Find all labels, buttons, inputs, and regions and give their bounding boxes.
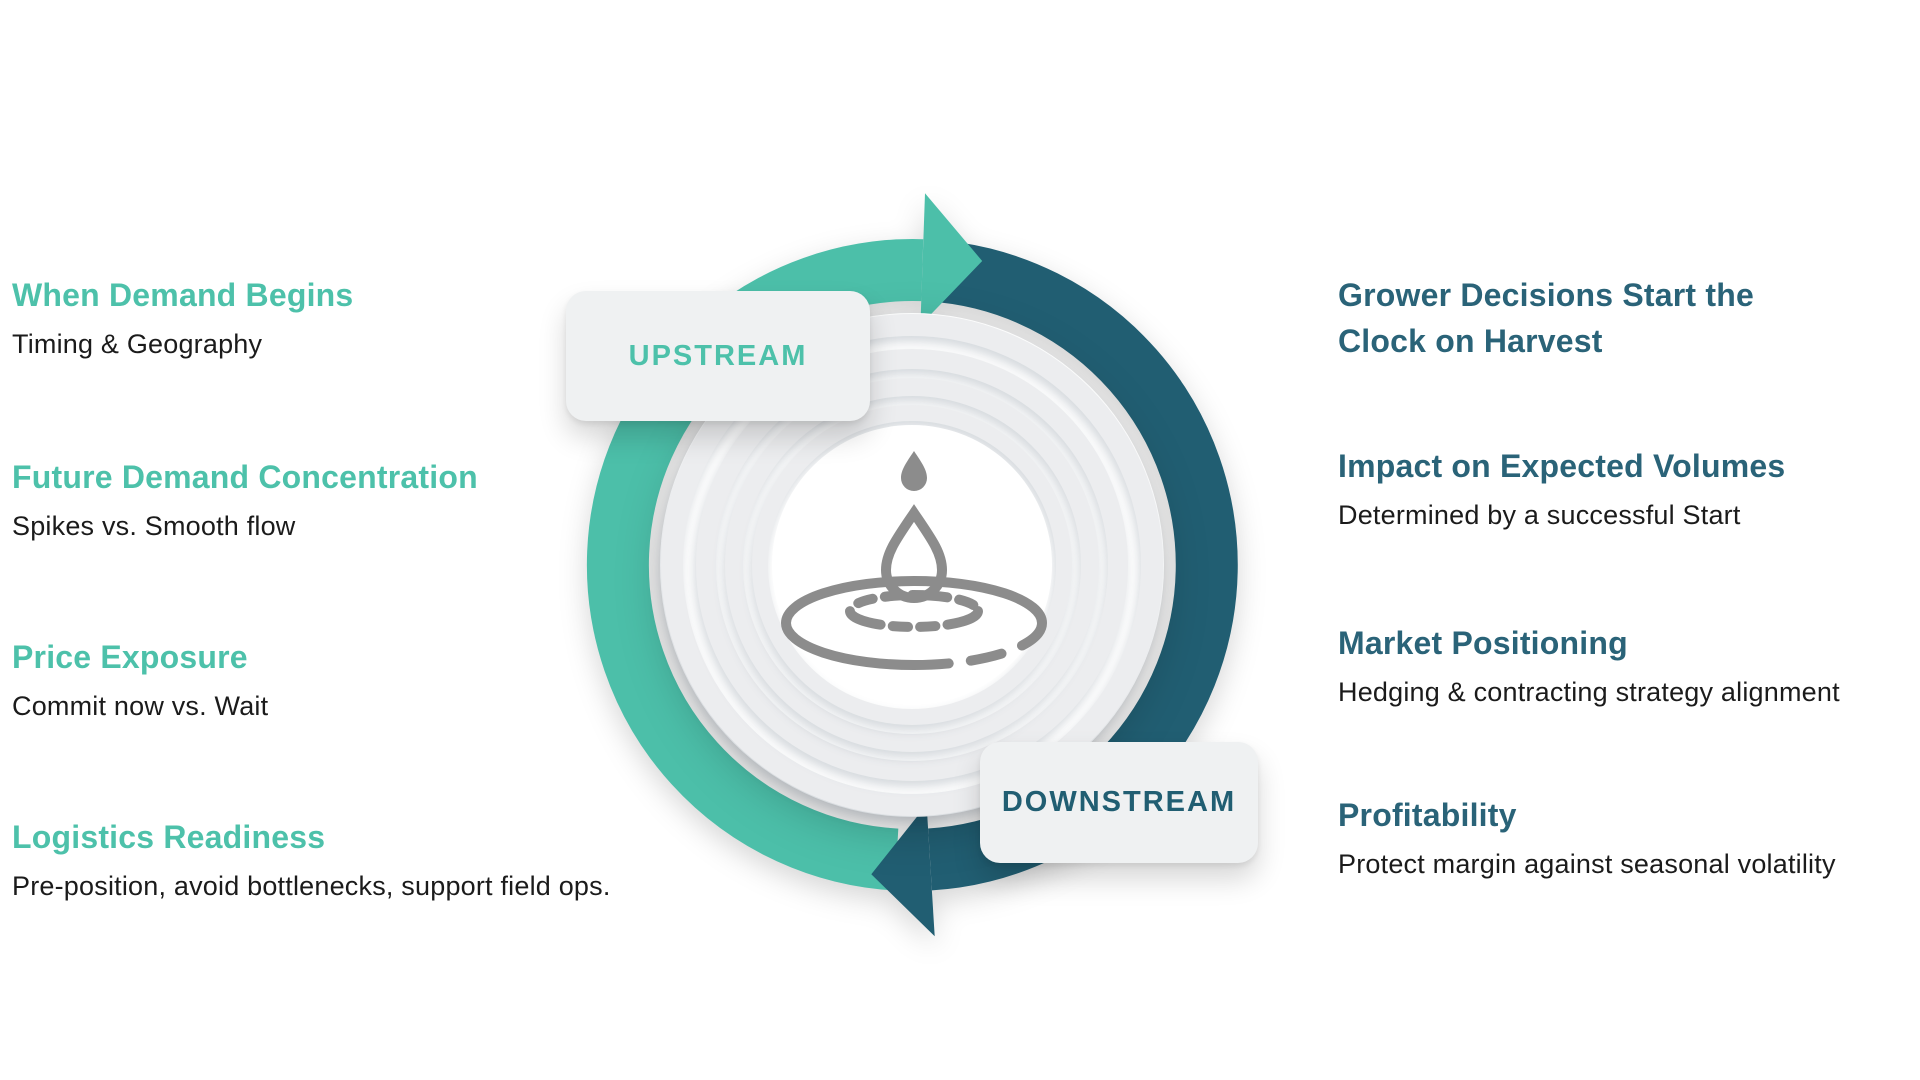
downstream-badge-label: DOWNSTREAM (1001, 786, 1237, 818)
list-item: Impact on Expected Volumes Determined by… (1338, 443, 1785, 533)
ripple-ring (752, 405, 1072, 725)
list-item: When Demand Begins Timing & Geography (12, 272, 353, 362)
list-item: Price Exposure Commit now vs. Wait (12, 634, 268, 724)
upstream-badge: UPSTREAM (566, 291, 870, 421)
item-heading: Impact on Expected Volumes (1338, 448, 1786, 484)
item-subtext: Timing & Geography (12, 329, 263, 359)
upstream-arrowhead-icon (920, 193, 983, 326)
ripple-rings (660, 313, 1164, 817)
item-heading: Logistics Readiness (12, 819, 326, 855)
item-heading: When Demand Begins (12, 277, 354, 313)
item-subtext: Protect margin against seasonal volatili… (1338, 849, 1836, 879)
ripple-ring (696, 349, 1128, 781)
item-subtext: Commit now vs. Wait (12, 691, 269, 721)
list-item: Profitability Protect margin against sea… (1338, 792, 1836, 882)
item-heading: Price Exposure (12, 639, 248, 675)
list-item: Grower Decisions Start the Clock on Harv… (1338, 272, 1838, 372)
downstream-arrowhead-icon (871, 804, 935, 937)
downstream-badge: DOWNSTREAM (980, 742, 1258, 863)
list-item: Market Positioning Hedging & contracting… (1338, 620, 1840, 710)
item-subtext: Pre-position, avoid bottlenecks, support… (12, 871, 611, 901)
ripple-ellipse-outer (781, 576, 1047, 670)
ripple-ellipse-inner (845, 590, 983, 632)
ripple-ring (725, 378, 1099, 752)
item-subtext: Spikes vs. Smooth flow (12, 511, 296, 541)
item-heading: Grower Decisions Start the Clock on Harv… (1338, 277, 1754, 359)
ripple-ring (661, 314, 1163, 816)
water-drop-icon (781, 451, 1047, 670)
item-heading: Market Positioning (1338, 625, 1628, 661)
center-disc (772, 425, 1052, 705)
item-heading: Future Demand Concentration (12, 459, 478, 495)
small-drop (901, 451, 927, 491)
item-heading: Profitability (1338, 797, 1517, 833)
item-subtext: Hedging & contracting strategy alignment (1338, 677, 1840, 707)
item-subtext: Determined by a successful Start (1338, 500, 1741, 530)
upstream-badge-label: UPSTREAM (628, 339, 808, 372)
cycle-diagram (586, 193, 1238, 937)
list-item: Future Demand Concentration Spikes vs. S… (12, 454, 478, 544)
list-item: Logistics Readiness Pre-position, avoid … (12, 814, 611, 904)
